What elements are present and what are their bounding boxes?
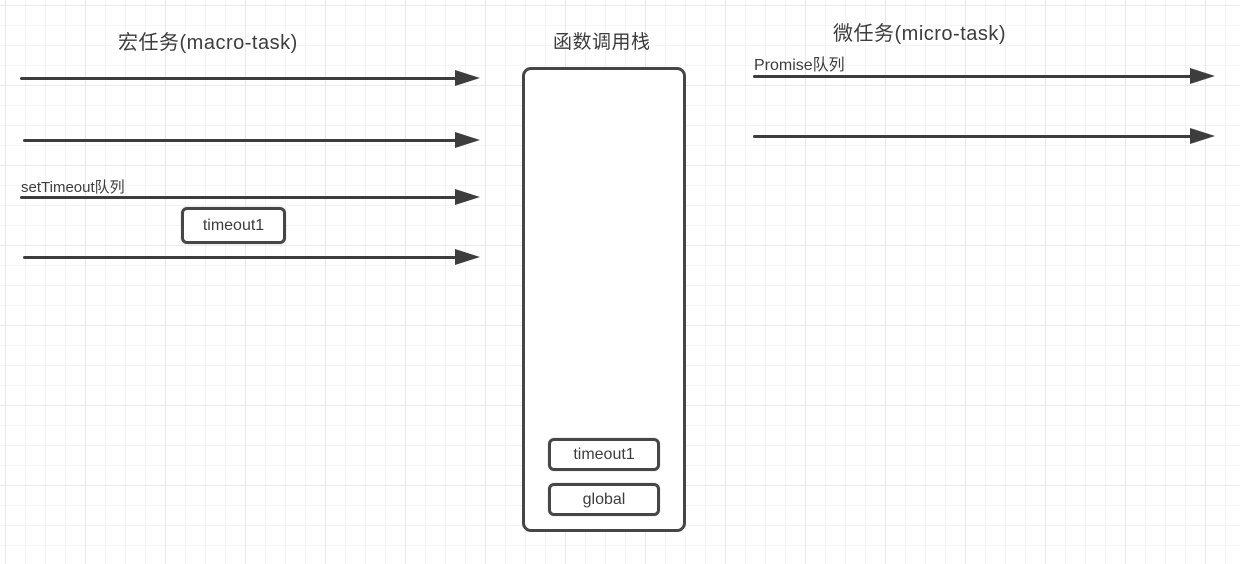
arrow-shaft: [20, 76, 460, 80]
promise-queue-label: Promise队列: [754, 57, 845, 74]
micro-task-title: 微任务(micro-task): [833, 23, 1007, 45]
arrow-shaft: [20, 195, 460, 199]
arrow-head-icon: [455, 132, 480, 148]
arrow-head-icon: [455, 189, 480, 205]
arrow-head-icon: [1190, 128, 1215, 144]
micro-task-arrow-2: [753, 128, 1215, 144]
micro-task-arrow-1: [753, 68, 1215, 84]
macro-task-title: 宏任务(macro-task): [118, 32, 298, 54]
stack-frame-global-label: global: [582, 490, 626, 508]
arrow-head-icon: [455, 249, 480, 265]
macro-task-arrow-4: [23, 249, 480, 265]
arrow-shaft: [23, 138, 460, 142]
arrow-head-icon: [1190, 68, 1215, 84]
settimeout-queue-label: setTimeout队列: [21, 179, 125, 196]
macro-task-timeout1-box: timeout1: [181, 207, 286, 244]
macro-task-arrow-3: [20, 189, 480, 205]
macro-task-arrow-2: [23, 132, 480, 148]
arrow-shaft: [23, 255, 460, 259]
call-stack-title: 函数调用栈: [553, 32, 651, 53]
stack-frame-global: global: [548, 483, 660, 516]
macro-task-timeout1-label: timeout1: [202, 216, 265, 234]
arrow-shaft: [753, 134, 1195, 138]
macro-task-arrow-1: [20, 70, 480, 86]
arrow-shaft: [753, 74, 1195, 78]
stack-frame-timeout1: timeout1: [548, 438, 660, 471]
arrow-head-icon: [455, 70, 480, 86]
stack-frame-timeout1-label: timeout1: [573, 445, 635, 463]
